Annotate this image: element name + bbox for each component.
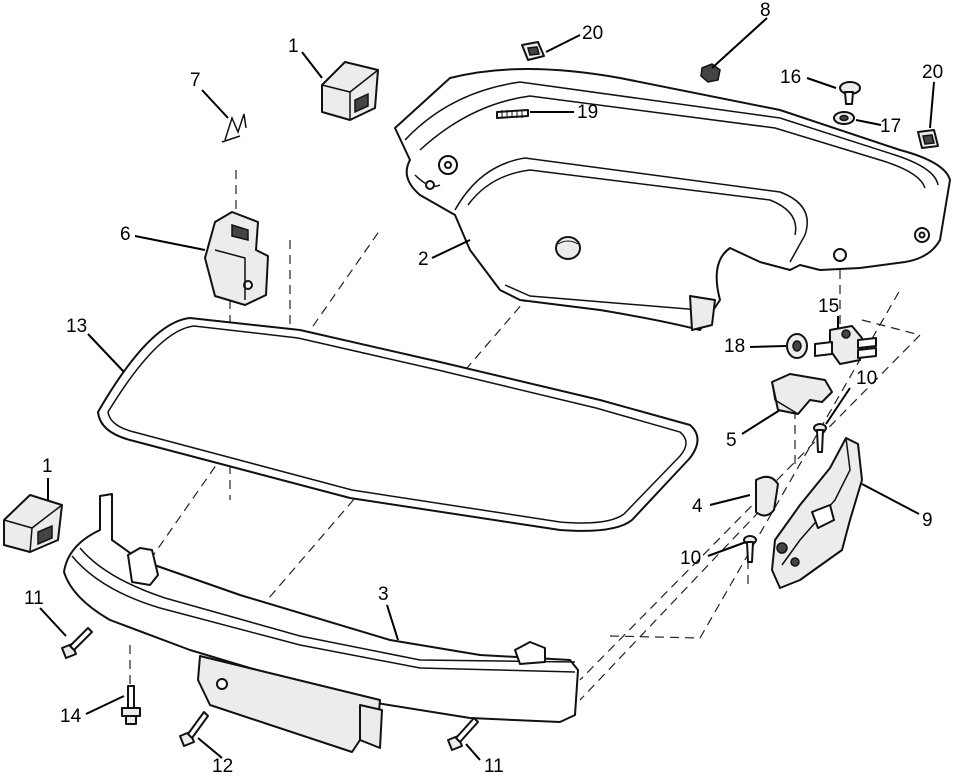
lower-front-panel [63, 493, 579, 753]
callout-6: 6 [120, 224, 131, 245]
latch-block-upper [321, 61, 379, 121]
bracket-5 [771, 373, 833, 415]
grommet-part-2 [555, 236, 581, 260]
thumb-screw-16 [839, 81, 861, 105]
pad-4 [755, 475, 779, 517]
bolt-11-bottom [447, 717, 479, 751]
callout-19: 19 [577, 102, 598, 123]
grommet-18 [786, 333, 808, 359]
callout-10-lower: 10 [680, 548, 701, 569]
callout-4: 4 [692, 496, 703, 517]
callout-13: 13 [66, 316, 87, 337]
screw-10-upper [813, 423, 827, 453]
callout-14: 14 [60, 706, 82, 727]
callout-7: 7 [190, 70, 201, 91]
screw-10-lower [743, 535, 757, 563]
side-bracket-9 [771, 437, 863, 589]
seal-gasket [97, 317, 699, 532]
callout-leaders [39, 17, 935, 761]
bolt-11-left [61, 627, 93, 659]
callout-8: 8 [760, 0, 771, 21]
bolt-12 [179, 711, 209, 747]
hex-nut-8 [700, 63, 721, 83]
latch-bracket [204, 211, 269, 306]
callout-10-upper: 10 [856, 368, 877, 389]
callout-2: 2 [418, 249, 429, 270]
callout-18: 18 [724, 336, 745, 357]
callout-20-right: 20 [922, 62, 943, 83]
callout-1-lower: 1 [42, 456, 53, 477]
callout-labels: 1 1 2 3 4 5 6 7 8 9 10 10 11 11 12 13 14… [24, 0, 943, 776]
callout-1-upper: 1 [288, 36, 299, 57]
callout-9: 9 [922, 510, 933, 531]
callout-20-upper: 20 [582, 23, 603, 44]
stud-14 [121, 685, 141, 725]
nut-clip-20-right [917, 129, 939, 149]
callout-15: 15 [818, 296, 839, 317]
latch-block-lower [3, 494, 63, 553]
screw-19 [496, 109, 529, 119]
callout-16: 16 [780, 67, 801, 88]
spring-clip [221, 113, 247, 143]
washer-17 [833, 111, 855, 125]
callout-12: 12 [212, 756, 233, 776]
callout-17: 17 [880, 116, 901, 137]
callout-3: 3 [378, 584, 389, 605]
callout-11-bottom: 11 [484, 756, 504, 776]
nut-clip-20-left [521, 41, 545, 61]
fitting-15 [814, 325, 877, 365]
callout-5: 5 [726, 430, 737, 451]
callout-11-left: 11 [24, 588, 44, 609]
upper-cowl-panel [394, 68, 951, 331]
